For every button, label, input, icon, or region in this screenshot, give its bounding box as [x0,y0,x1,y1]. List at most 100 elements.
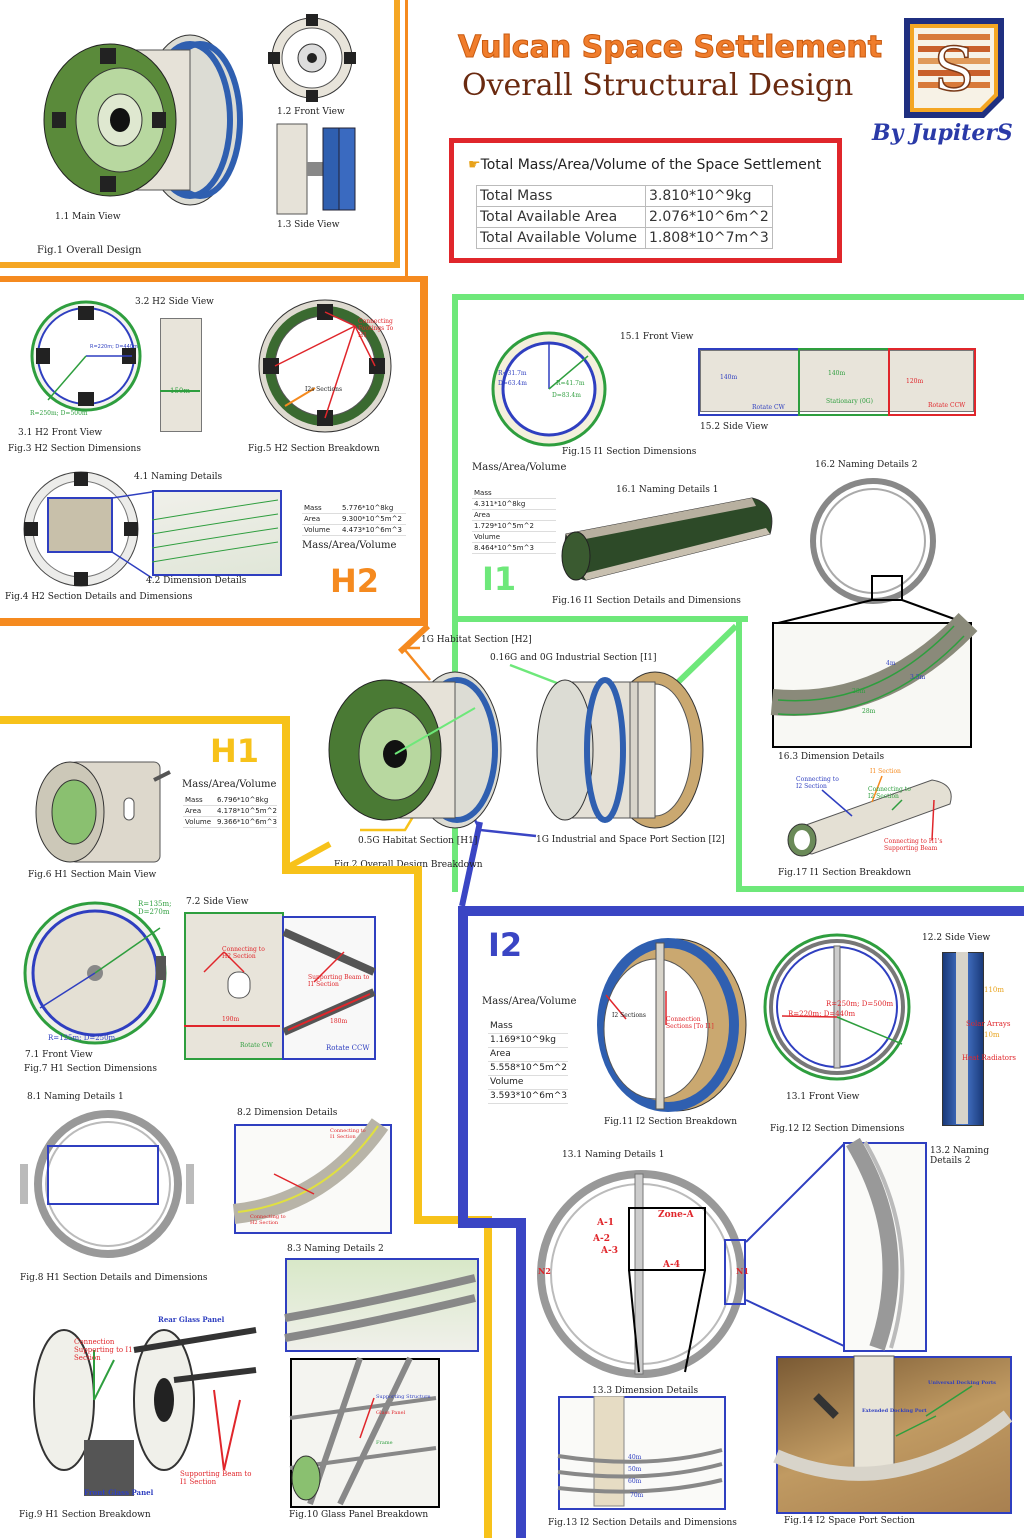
fig1-main-view-label: 1.1 Main View [55,212,121,222]
h2-details-caption: Fig.4 H2 Section Details and Dimensions [5,592,193,602]
page-title: Vulcan Space Settlement [457,30,883,66]
i2-port-extended: Extended Docking Port [862,1408,927,1414]
i1-len-a: 140m [720,374,738,381]
fig1-caption: Fig.1 Overall Design [37,245,142,256]
i2-d1: 40m [628,1454,642,1461]
i2-n1: N1 [736,1266,749,1276]
i2-dimension-lines [557,1395,723,1507]
i2-r-inner: R=220m; D=440m [788,1010,856,1018]
i1-d1: D=63.4m [498,380,527,387]
i2-d2: 50m [628,1466,642,1473]
h1-panel-step2 [414,1216,492,1224]
i2-side-view-core [956,952,968,1124]
h2-dimension-label: 4.2 Dimension Details [146,576,247,586]
i1-front-view-drawing [491,331,607,447]
i1-conn-i2: Connecting to I2 Section [796,776,839,790]
i2-a4: A-4 [663,1260,680,1270]
h2-front-view-drawing: R=220m; D=440m [30,300,142,412]
h1-panel-right-mid [414,866,422,1222]
page-subtitle: Overall Structural Design [462,68,854,103]
i2-a3: A-3 [601,1246,618,1256]
fig1-side-view-drawing [276,123,356,215]
i1-panel-right [736,620,1024,892]
i1-conn-i1: I1 Section [870,768,901,775]
team-logo-icon: S [904,18,1004,118]
i2-panel-left-upper [458,906,468,1226]
fig1-front-view-drawing [268,14,356,102]
i1-r2: R=41.7m [556,380,585,387]
i1-naming1-drawing [561,497,773,581]
h1-r-outer: R=135m; D=270m [138,900,172,916]
fig1-panel [0,0,400,268]
mav-row: Area [488,1048,568,1062]
mav-row: Volume [472,532,556,543]
i2-connection: Connection Sections [To I1] [666,1016,714,1030]
i1-panel-step [452,612,748,622]
mav-row: 3.593*10^6m^3 [488,1090,568,1104]
i2-panel-left-lower [516,1218,526,1538]
h1-panel-right-upper [282,716,290,866]
h1-glass-caption: Fig.10 Glass Panel Breakdown [289,1510,429,1520]
h1-side-view-lines [184,928,376,1036]
h1-mav-title: Mass/Area/Volume [182,779,277,790]
i2-breakdown-drawing [597,938,747,1112]
i2-i2-sections: I2 Sections [612,1012,647,1019]
i2-radiators: Heat Radiators [962,1054,1016,1062]
mav-row: 1.169*10^9kg [488,1034,568,1048]
h2-naming-drawing [23,471,153,587]
h2-width-line [160,390,200,392]
fig1-main-view-drawing [43,34,243,206]
mav-row: Volume [488,1076,568,1090]
center-i1-label: 0.16G and 0G Industrial Section [I1] [490,653,657,663]
h1-conn-h2-small: Connecting to H2 Section [250,1214,286,1226]
i1-stationary: Stationary (0G) [826,398,873,405]
mav-row: 1.729*10^5m^2 [472,521,556,532]
summary-box: ☛Total Mass/Area/Volume of the Space Set… [449,138,842,263]
i1-front-view-label: 15.1 Front View [620,332,694,342]
i1-side-view-label: 15.2 Side View [700,422,769,432]
mav-row: Mass [488,1020,568,1034]
i1-dim-b: 3.5m [910,674,926,681]
h1-glass-support: Supporting Structure [376,1394,431,1400]
center-settlement-i-drawing [536,671,704,829]
i1-conn-i2b: Connecting to I2 Section [868,786,911,800]
i1-len-b: 140m [828,370,846,377]
byline: By JupiterS [872,120,1013,146]
mav-row: Area [472,510,556,521]
h1-conn-i1: Connecting to I1 Section [330,1128,366,1140]
h2-breakdown-caption: Fig.5 H2 Section Breakdown [248,444,380,454]
h1-breakdown-drawing [33,1327,257,1496]
h1-rotate-ccw: Rotate CCW [326,1044,370,1052]
h1-glass-lines [289,1356,437,1506]
i1-conn-h1: Connecting to H1's Supporting Beam [884,838,943,852]
i2-mav-title: Mass/Area/Volume [482,996,577,1007]
center-settlement-h-drawing [328,671,502,829]
h1-front-glass: Front Glass Panel [84,1488,154,1497]
i1-side-box-red [888,348,976,416]
h1-rear-glass: Rear Glass Panel [158,1315,225,1324]
h1-dimension-label: 8.2 Dimension Details [237,1108,338,1118]
i2-naming2-arc [846,1137,905,1351]
h1-naming2-lines [284,1274,476,1342]
h2-front-view-label: 3.1 H2 Front View [18,428,103,438]
h2-breakdown-drawing [258,299,392,433]
i2-port-drawing [773,1355,1013,1481]
i2-front-view-label: 13.1 Front View [786,1092,860,1102]
fig1-outer-border [0,0,408,276]
h1-dimension-arc [232,1118,389,1224]
h1-side-view-label: 7.2 Side View [186,897,249,907]
h1-naming2-box [285,1258,479,1352]
mav-row: Mass [472,488,556,499]
center-caption: Fig.2 Overall Design Breakdown [334,860,483,870]
h2-connecting: Connecting Footings To H1 [358,318,394,339]
center-h2-label: 1G Habitat Section [H2] [421,635,532,645]
i2-zone: Zone-A [658,1210,694,1220]
h1-front-view-drawing [23,901,167,1045]
i1-details-caption: Fig.16 I1 Section Details and Dimensions [552,596,741,606]
